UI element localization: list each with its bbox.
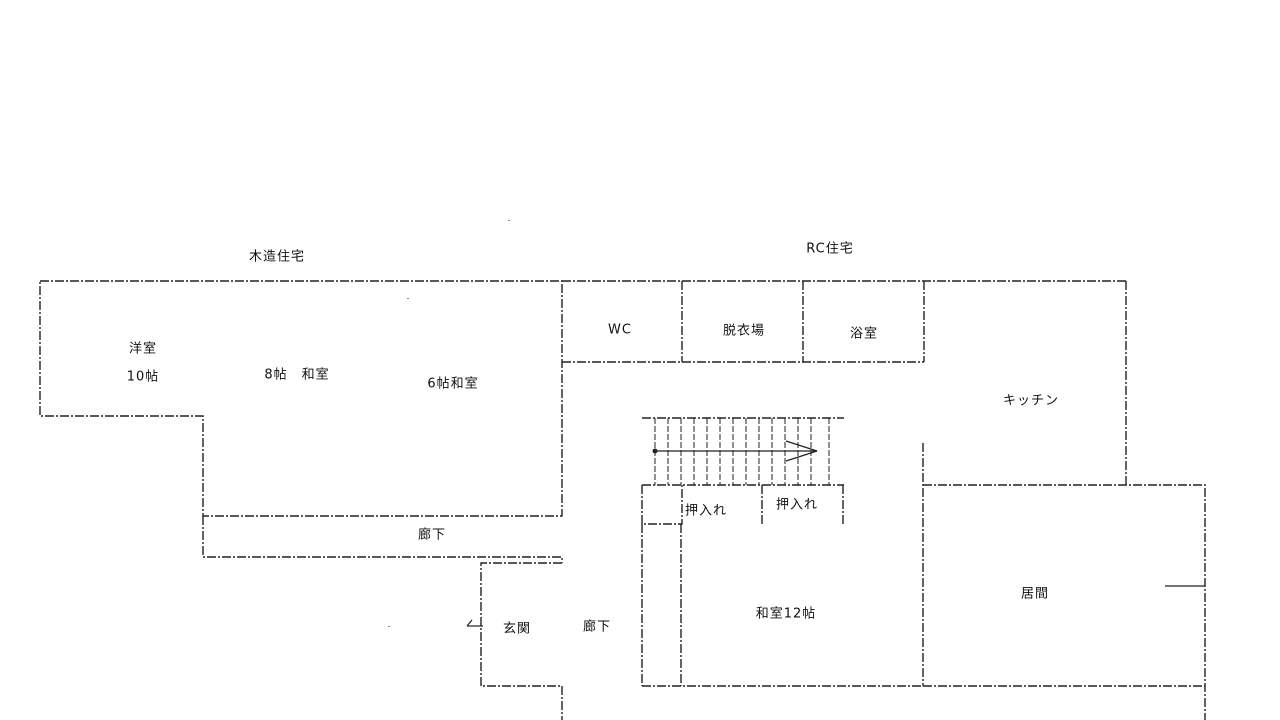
- living-room-outline: [923, 484, 1206, 720]
- corridor-upper-wall: [202, 516, 563, 563]
- corridor-upper-label: 廊下: [417, 527, 447, 543]
- dressing-room-label: 脱衣場: [722, 323, 766, 339]
- scan-speck: [388, 626, 390, 627]
- wc-label: WC: [608, 322, 632, 338]
- western-room-label: 洋室: [128, 341, 158, 357]
- rc-house-label: RC住宅: [806, 241, 854, 257]
- western-room-size-label: 10帖: [126, 369, 160, 385]
- scan-speck: [508, 220, 510, 221]
- japanese-6-label: 6帖和室: [427, 376, 479, 392]
- closet-left-outline: [641, 485, 683, 525]
- closet-left-label: 押入れ: [684, 503, 728, 519]
- living-room-label: 居間: [1020, 586, 1050, 602]
- entrance-outline: [480, 562, 563, 720]
- bathroom-label: 浴室: [849, 326, 879, 342]
- wooden-house-outline: [39, 280, 563, 517]
- arrow-right-icon: [652, 440, 818, 462]
- closet-right-label: 押入れ: [775, 497, 819, 513]
- scan-speck: [407, 298, 409, 299]
- wooden-house-label: 木造住宅: [248, 249, 306, 265]
- japanese-8-label: 8帖 和室: [264, 367, 330, 383]
- door-swing-icon: [466, 619, 483, 627]
- entrance-label: 玄関: [502, 621, 532, 637]
- kitchen-label: キッチン: [1002, 393, 1060, 409]
- japanese-12-label: 和室12帖: [755, 606, 817, 622]
- corridor-lower-label: 廊下: [582, 619, 612, 635]
